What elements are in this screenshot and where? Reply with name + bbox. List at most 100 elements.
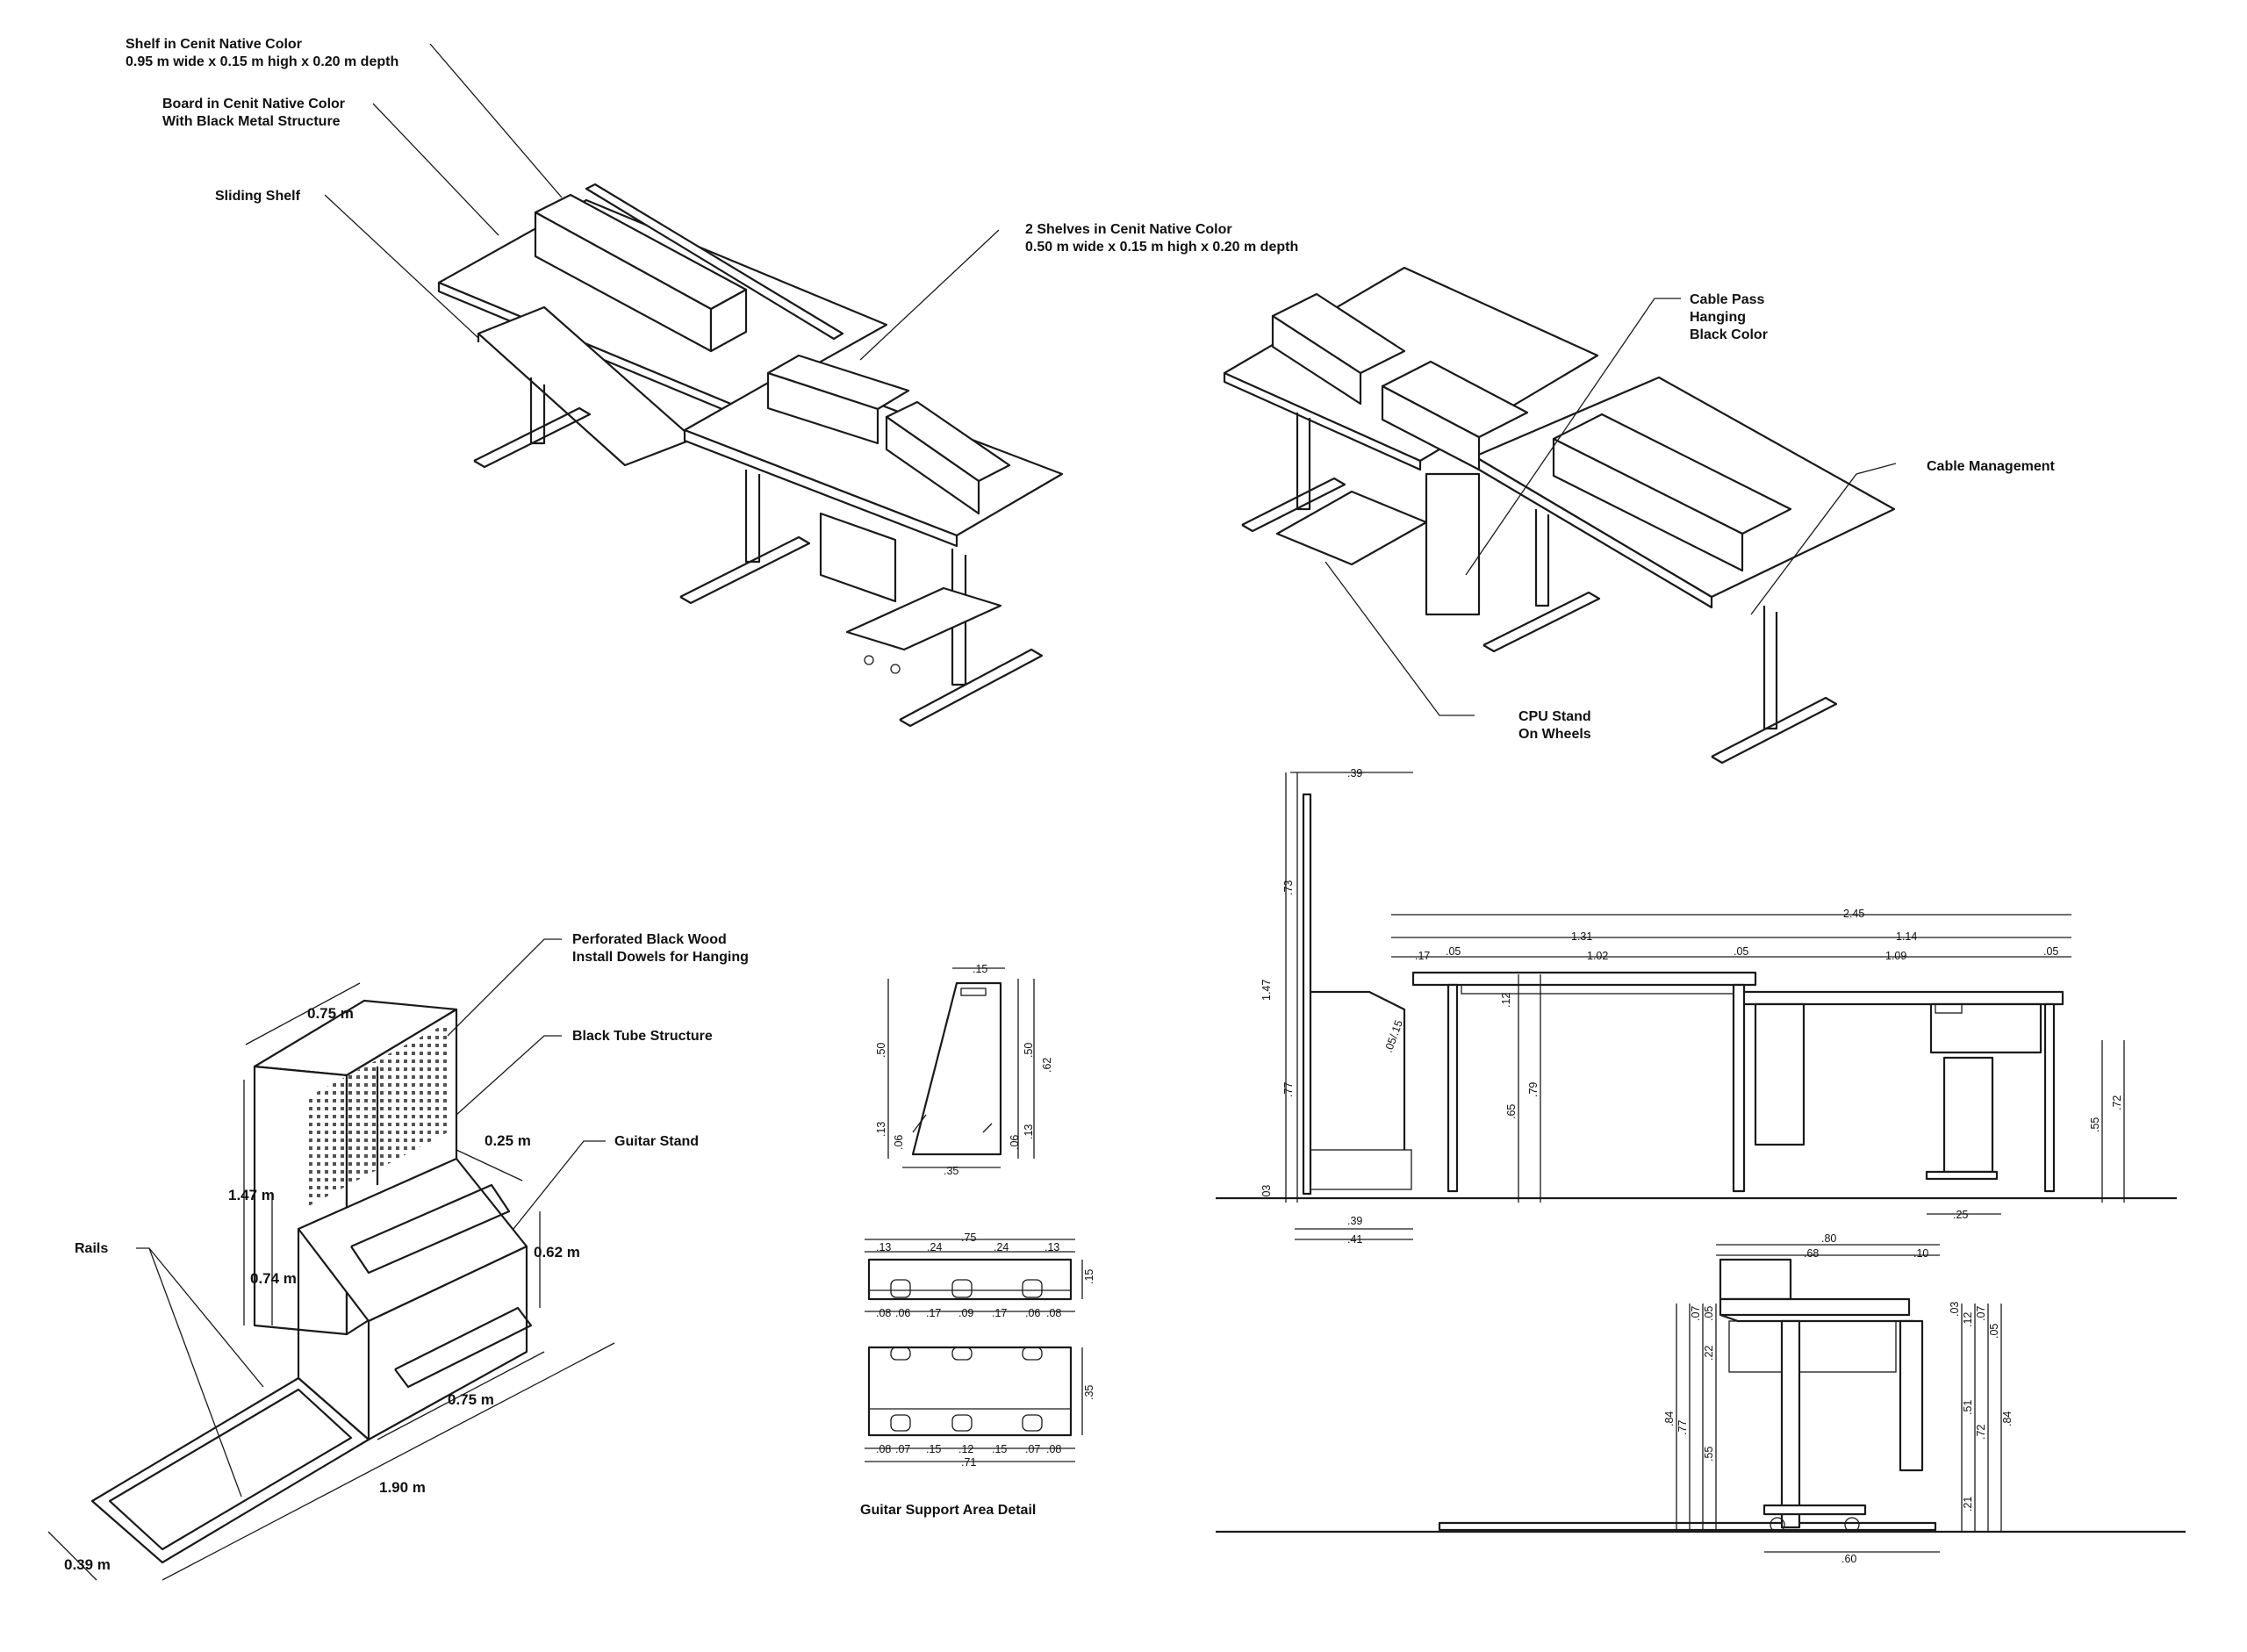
guitar-top-detail bbox=[865, 1239, 1083, 1462]
label-cable-pass-2: Hanging bbox=[1690, 310, 1746, 325]
dim-074: 0.74 m bbox=[250, 1270, 297, 1287]
iso-desk-left bbox=[437, 183, 1064, 728]
iso-desk-right bbox=[1223, 266, 1896, 765]
fe-w131: 1.31 bbox=[1571, 930, 1592, 943]
se-h12: .12 bbox=[1962, 1312, 1974, 1327]
fe-w41: .41 bbox=[1347, 1233, 1362, 1246]
td-seg-top-2: .24 bbox=[927, 1241, 942, 1253]
fe-h55: .55 bbox=[2089, 1117, 2101, 1132]
sd-h06a: .06 bbox=[893, 1135, 905, 1150]
sd-h13a: .13 bbox=[875, 1122, 887, 1137]
label-cpu-stand-1: CPU Stand bbox=[1518, 709, 1591, 724]
label-black-tube: Black Tube Structure bbox=[572, 1029, 713, 1044]
td-w75: .75 bbox=[961, 1232, 976, 1244]
td-seg-top-1: .13 bbox=[876, 1241, 891, 1253]
side-detail-dim-labels: .15 .50 .50 .62 .13 .06 .06 .13 .35 bbox=[875, 963, 1053, 1177]
side-elevation bbox=[1216, 1244, 2186, 1553]
fe-h03: .03 bbox=[1260, 1185, 1273, 1200]
fe-w245: 2.45 bbox=[1843, 908, 1864, 920]
fe-w114: 1.14 bbox=[1896, 930, 1917, 943]
se-h07b: .07 bbox=[1975, 1306, 1987, 1321]
se-h03: .03 bbox=[1949, 1302, 1961, 1317]
fe-h65: .65 bbox=[1505, 1104, 1518, 1119]
label-board-2: With Black Metal Structure bbox=[162, 114, 341, 129]
td-h15: .15 bbox=[1083, 1269, 1095, 1284]
se-h77: .77 bbox=[1676, 1420, 1689, 1435]
label-perforated-2: Install Dowels for Hanging bbox=[572, 950, 749, 965]
se-h51: .51 bbox=[1962, 1400, 1974, 1415]
dim-062: 0.62 m bbox=[534, 1244, 580, 1261]
td-seg-top-3: .24 bbox=[994, 1241, 1009, 1253]
label-cable-management: Cable Management bbox=[1927, 459, 2055, 474]
td-seg-bot-4: .12 bbox=[958, 1443, 973, 1455]
td-seg-mid-1: .08 bbox=[876, 1307, 891, 1319]
sd-h13b: .13 bbox=[1023, 1124, 1035, 1139]
guitar-stand-leaders bbox=[136, 938, 606, 1498]
label-guitar-detail-title: Guitar Support Area Detail bbox=[860, 1503, 1036, 1518]
iso-guitar-stand bbox=[90, 999, 533, 1564]
side-elevation-dim-labels: .80 .68 .10 .07 .05 .22 .84 .77 .55 .03 … bbox=[1663, 1232, 2014, 1565]
td-seg-mid-5: .17 bbox=[992, 1307, 1007, 1319]
td-seg-bot-6: .07 bbox=[1025, 1443, 1040, 1455]
fe-h147: 1.47 bbox=[1260, 980, 1273, 1001]
fe-h72: .72 bbox=[2111, 1095, 2123, 1110]
se-h22: .22 bbox=[1703, 1346, 1715, 1361]
sd-top: .15 bbox=[973, 963, 987, 975]
td-seg-bot-5: .15 bbox=[992, 1443, 1007, 1455]
se-h55: .55 bbox=[1703, 1447, 1715, 1462]
guitar-side-detail bbox=[887, 967, 1035, 1168]
se-h84b: .84 bbox=[2001, 1411, 2014, 1426]
label-cpu-stand-2: On Wheels bbox=[1518, 727, 1591, 742]
fe-w05b: .05 bbox=[1734, 945, 1748, 958]
td-seg-bot-1: .08 bbox=[876, 1443, 891, 1455]
td-h35: .35 bbox=[1083, 1385, 1095, 1400]
label-board-1: Board in Cenit Native Color bbox=[162, 97, 345, 111]
callout-labels: Shelf in Cenit Native Color 0.95 m wide … bbox=[75, 37, 2055, 1518]
dim-025: 0.25 m bbox=[485, 1132, 531, 1149]
label-shelf-native-1: Shelf in Cenit Native Color bbox=[126, 37, 302, 52]
td-seg-mid-4: .09 bbox=[958, 1307, 973, 1319]
fe-h73: .73 bbox=[1282, 880, 1295, 895]
td-seg-bot-7: .08 bbox=[1046, 1443, 1061, 1455]
sd-h50b: .50 bbox=[1023, 1043, 1035, 1058]
td-seg-top-4: .13 bbox=[1045, 1241, 1059, 1253]
label-two-shelves-1: 2 Shelves in Cenit Native Color bbox=[1025, 222, 1232, 237]
sd-w35: .35 bbox=[944, 1165, 958, 1177]
fe-w25: .25 bbox=[1953, 1209, 1968, 1221]
label-cable-pass-3: Black Color bbox=[1690, 327, 1768, 342]
dim-075-bottom: 0.75 m bbox=[448, 1391, 494, 1408]
sd-h62: .62 bbox=[1041, 1058, 1053, 1073]
sd-h50a: .50 bbox=[875, 1043, 887, 1058]
se-w80: .80 bbox=[1821, 1232, 1836, 1245]
td-seg-mid-6: .06 bbox=[1025, 1307, 1040, 1319]
label-cable-pass-1: Cable Pass bbox=[1690, 292, 1764, 307]
se-h05: .05 bbox=[1703, 1306, 1715, 1321]
label-shelf-native-2: 0.95 m wide x 0.15 m high x 0.20 m depth bbox=[126, 54, 398, 69]
td-w71: .71 bbox=[961, 1456, 976, 1469]
top-detail-dim-labels: .75 .13 .24 .24 .13 .15 .08 .06 .17 .09 … bbox=[876, 1232, 1095, 1469]
se-w10: .10 bbox=[1913, 1247, 1928, 1260]
guitar-stand-dims bbox=[47, 982, 615, 1581]
td-seg-mid-3: .17 bbox=[926, 1307, 941, 1319]
se-h72: .72 bbox=[1975, 1425, 1987, 1440]
td-seg-bot-2: .07 bbox=[895, 1443, 910, 1455]
td-seg-mid-7: .08 bbox=[1046, 1307, 1061, 1319]
label-guitar-stand: Guitar Stand bbox=[614, 1134, 699, 1149]
se-h05b: .05 bbox=[1988, 1324, 2000, 1339]
dim-075-top: 0.75 m bbox=[307, 1005, 354, 1022]
label-sliding-shelf: Sliding Shelf bbox=[215, 189, 301, 204]
fe-w109: 1.09 bbox=[1885, 950, 1906, 962]
fe-w05c: .05 bbox=[2043, 945, 2058, 958]
fe-w39-top: .39 bbox=[1347, 767, 1362, 779]
sd-h06b: .06 bbox=[1009, 1135, 1021, 1150]
fe-diag: .05/.15 bbox=[1382, 1018, 1405, 1054]
dim-190: 1.90 m bbox=[379, 1479, 426, 1496]
fe-h79: .79 bbox=[1527, 1082, 1540, 1097]
label-two-shelves-2: 0.50 m wide x 0.15 m high x 0.20 m depth bbox=[1025, 240, 1298, 255]
fe-w17: .17 bbox=[1415, 950, 1430, 962]
guitar-dim-labels: 0.75 m 1.47 m 0.74 m 0.25 m 0.62 m 0.75 … bbox=[64, 1005, 580, 1573]
se-w68: .68 bbox=[1804, 1247, 1819, 1260]
leaders-top-right bbox=[1325, 298, 1897, 716]
se-h07: .07 bbox=[1690, 1306, 1702, 1321]
